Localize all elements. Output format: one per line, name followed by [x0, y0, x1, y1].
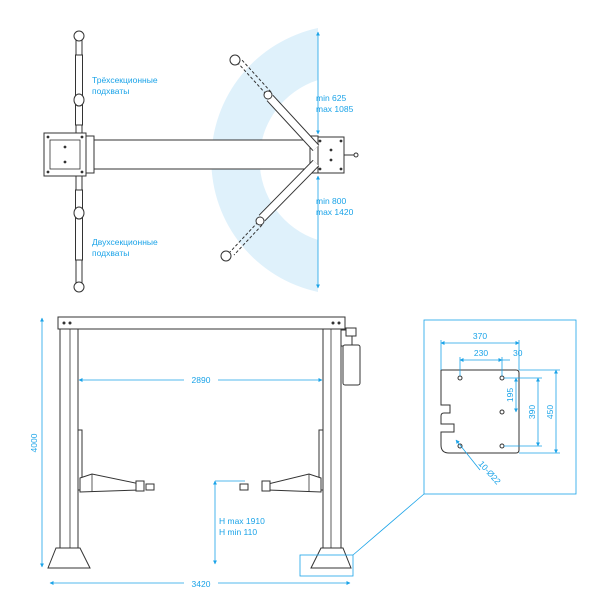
- pad-bottom-left: [73, 281, 85, 293]
- front-top-beam: [57, 316, 346, 330]
- left-column: [59, 328, 79, 564]
- inner-width-label: 2890: [192, 375, 211, 385]
- base-plate: [440, 369, 520, 454]
- right-lift-arm: [239, 429, 324, 493]
- upper-arm-label: Трёхсекционные подхваты: [92, 75, 160, 96]
- right-foot: [310, 547, 352, 569]
- pad-top-left: [73, 30, 85, 42]
- upper-range-label: min 625 max 1085: [316, 93, 354, 114]
- right-column: [322, 328, 342, 564]
- total-height-label: 4000: [29, 433, 39, 452]
- lift-height-label: H max 1910 H min 110: [219, 516, 267, 537]
- foot-callout-box: [299, 554, 354, 577]
- lower-arm-label: Двухсекционные подхваты: [92, 237, 160, 258]
- plate-width-label: 370: [473, 331, 487, 341]
- top-view: Трёхсекционные подхваты Двухсекционные п…: [43, 28, 359, 293]
- left-lift-arm: [77, 429, 155, 493]
- right-arms: [220, 54, 320, 262]
- holes-label: 10-Ø22: [477, 459, 504, 487]
- hole-spacing-y-label: 195: [505, 388, 515, 402]
- base-plate-detail: 370 230 30 195 390 450 10-Ø22: [423, 319, 577, 495]
- total-width-label: 3420: [192, 579, 211, 589]
- plate-depth-label: 390: [527, 405, 537, 419]
- edge-offset-label: 30: [513, 348, 523, 358]
- hole-spacing-x-label: 230: [474, 348, 488, 358]
- lower-range-label: min 800 max 1420: [316, 196, 354, 217]
- top-beam: [93, 139, 311, 170]
- front-view: 4000 2890 3420 H max 1910 H min 110: [29, 316, 425, 589]
- pad-lower-right: [220, 250, 232, 262]
- plate-height-label: 450: [545, 405, 555, 419]
- right-base-block: [309, 135, 359, 174]
- pump-unit: [340, 327, 361, 386]
- left-foot: [47, 547, 91, 569]
- pad-upper-right: [229, 54, 241, 66]
- swing-range-arc: [211, 28, 318, 292]
- detail-frame: [423, 319, 577, 495]
- left-base-block: [43, 132, 95, 177]
